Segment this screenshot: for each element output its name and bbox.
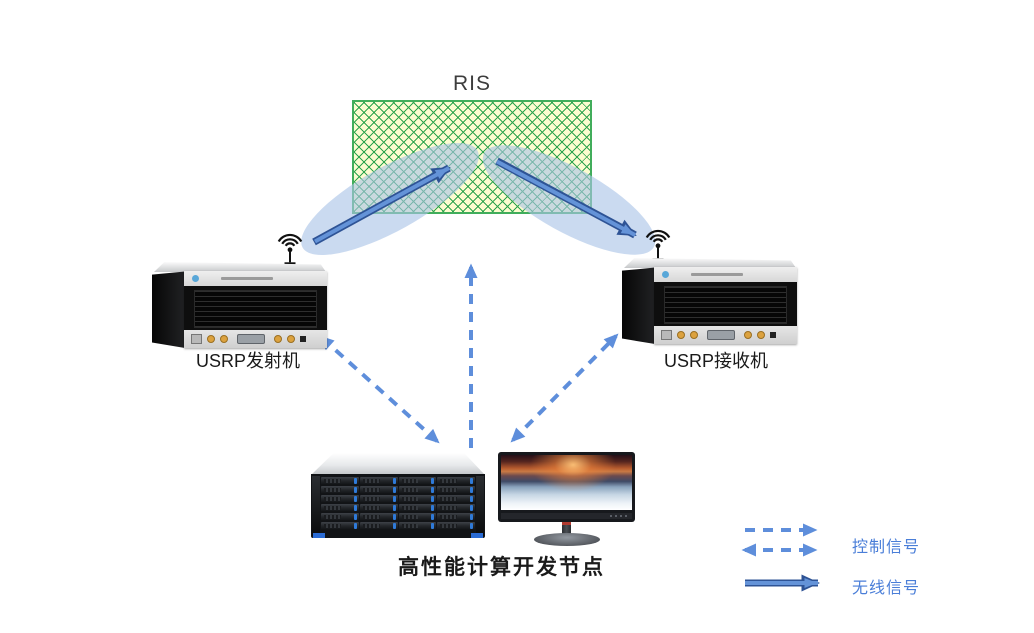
antenna-icon <box>277 233 303 265</box>
ris-label: RIS <box>452 72 491 95</box>
receiver-label: USRP接收机 <box>664 351 769 371</box>
usrp-receiver-device <box>620 222 800 346</box>
compute-node-label: 高性能计算开发节点 <box>398 556 605 579</box>
transmitter-label: USRP发射机 <box>196 351 301 371</box>
monitor-stand <box>534 533 600 546</box>
antenna-icon <box>645 229 671 261</box>
legend-wireless-label: 无线信号 <box>852 580 921 597</box>
compute-monitor <box>498 452 635 547</box>
device-chassis <box>620 258 800 346</box>
control-arrow-compute-transmitter <box>319 335 440 444</box>
connector-panel <box>654 326 797 344</box>
vendor-logo <box>662 271 669 278</box>
vendor-logo <box>192 275 199 282</box>
control-arrow-compute-receiver <box>510 333 619 443</box>
usrp-transmitter-device <box>150 226 330 350</box>
device-chassis <box>150 262 330 350</box>
vent-grille <box>184 286 327 330</box>
monitor-buttons <box>610 515 627 517</box>
monitor-screen <box>501 455 632 510</box>
ris-surface-panel <box>352 100 592 214</box>
drive-bays <box>321 477 475 530</box>
legend-control-label: 控制信号 <box>852 539 921 556</box>
connector-panel <box>184 330 327 348</box>
vent-grille <box>654 282 797 326</box>
compute-server <box>311 453 485 545</box>
